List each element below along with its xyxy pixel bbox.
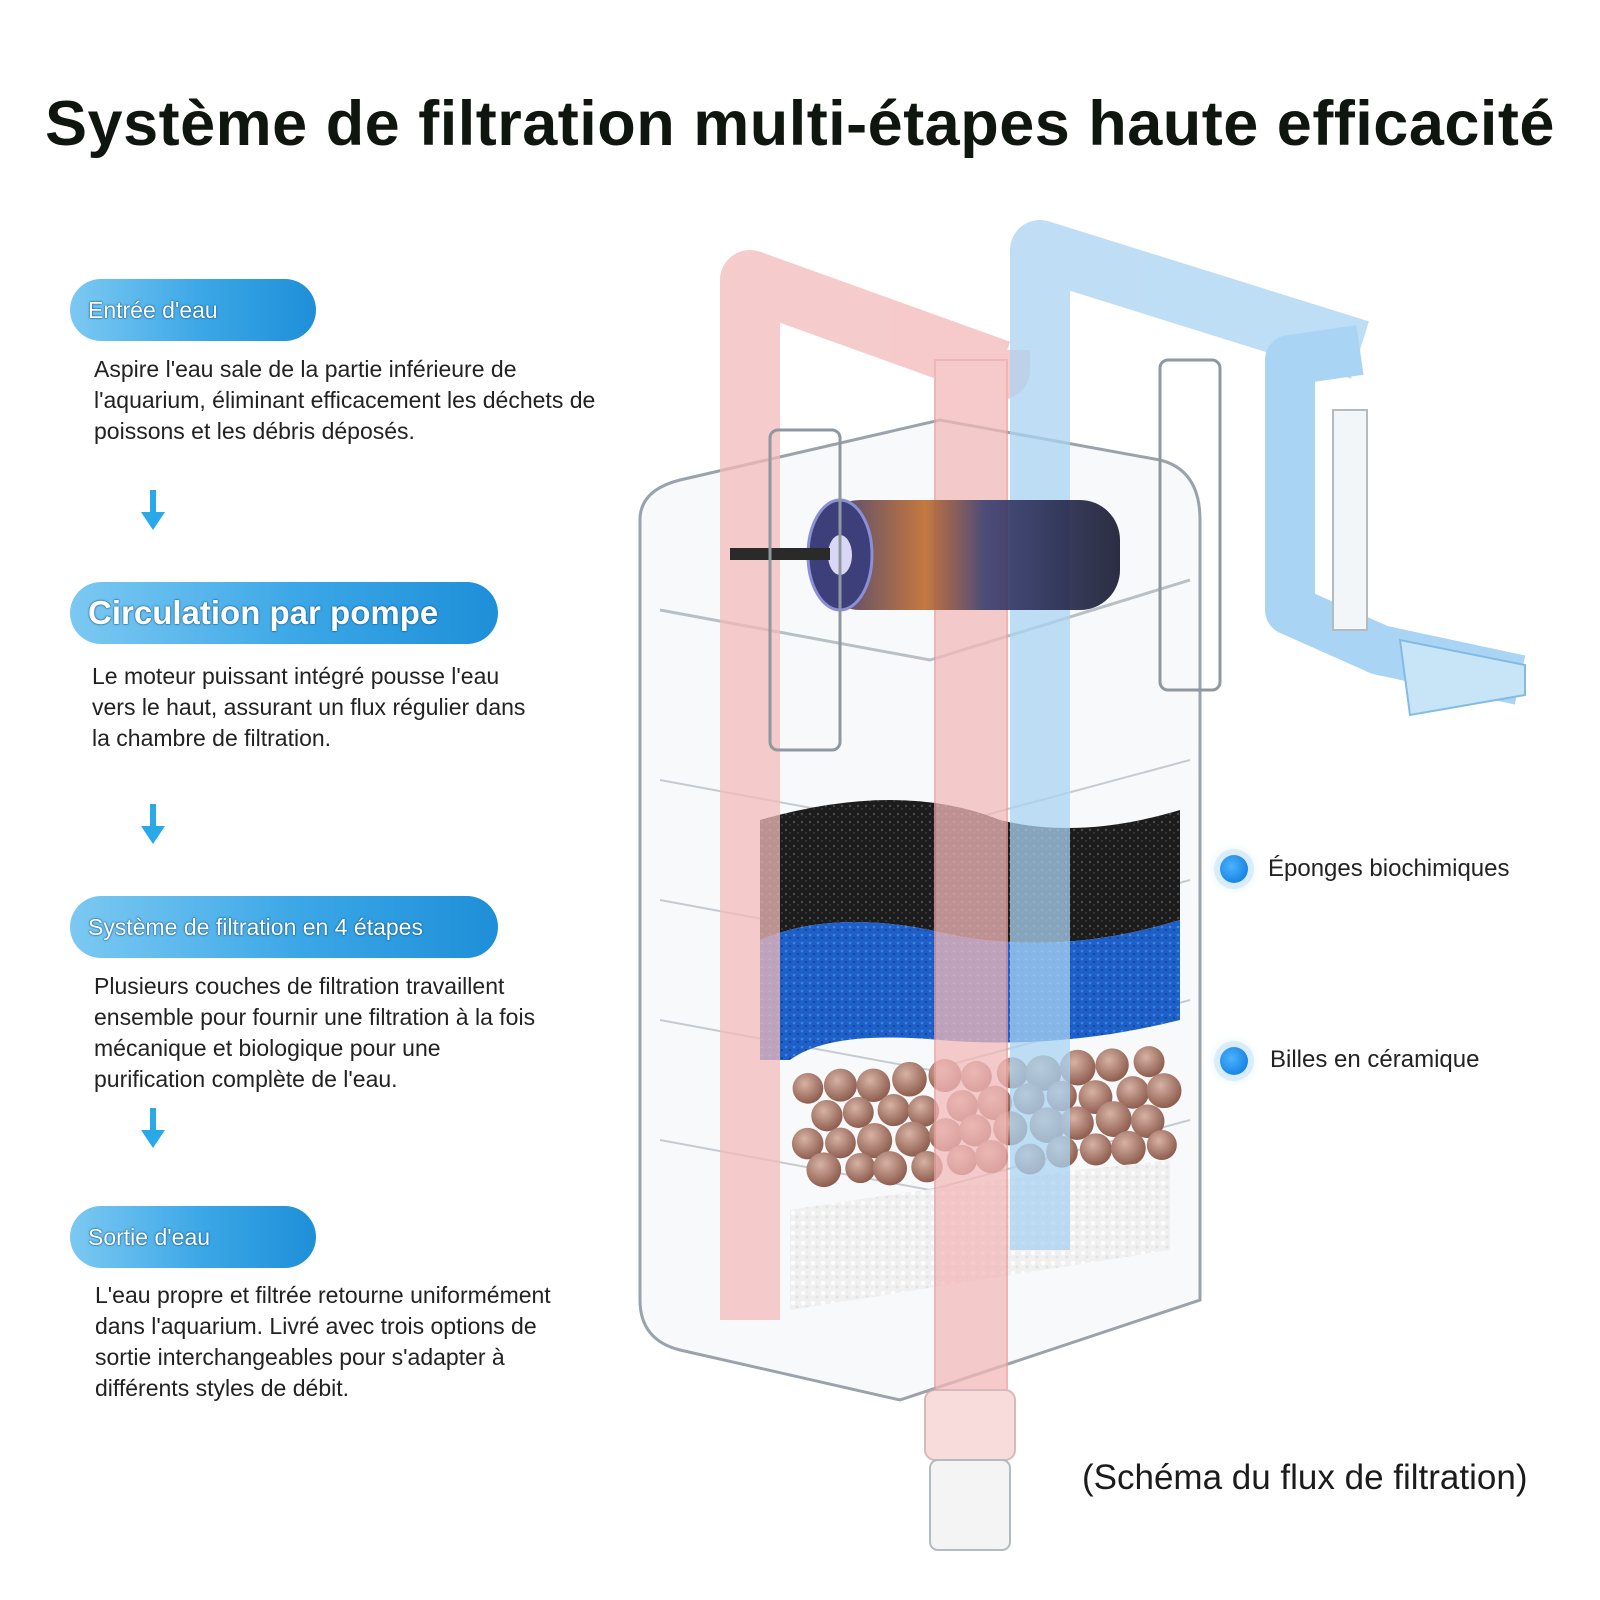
ceramic-ball — [1130, 1104, 1165, 1138]
step-label-water-inlet: Entrée d'eau — [70, 279, 316, 341]
legend-label-ceramic-balls: Billes en céramique — [1270, 1046, 1480, 1073]
legend-dot-icon — [1220, 1047, 1248, 1075]
ceramic-ball — [1095, 1048, 1129, 1082]
step-description-water-outlet: L'eau propre et filtrée retourne uniform… — [95, 1282, 551, 1401]
step-label-4-stage-filtration: Système de filtration en 4 étapes — [70, 896, 498, 958]
ceramic-ball — [792, 1073, 824, 1104]
ceramic-ball — [857, 1123, 893, 1159]
ceramic-ball — [895, 1121, 931, 1157]
ceramic-ball — [877, 1094, 910, 1127]
step-description-4-stage-filtration: Plusieurs couches de filtration travaill… — [94, 973, 536, 1092]
ceramic-ball — [842, 1097, 874, 1128]
ceramic-ball — [811, 1099, 843, 1132]
filter-illustration — [638, 220, 1526, 1551]
step-label-water-outlet: Sortie d'eau — [70, 1206, 316, 1268]
ceramic-ball — [1146, 1073, 1182, 1109]
down-arrow-icon — [141, 1108, 165, 1148]
ceramic-ball — [1095, 1101, 1132, 1138]
ceramic-ball — [1146, 1129, 1177, 1160]
ceramic-ball — [806, 1152, 842, 1188]
step-description-water-inlet: Aspire l'eau sale de la partie inférieur… — [94, 356, 596, 444]
ceramic-ball — [1079, 1133, 1112, 1166]
down-arrow-icon — [141, 804, 165, 844]
ceramic-ball — [845, 1153, 876, 1184]
ceramic-ball — [825, 1127, 856, 1159]
outlet-pipe — [1010, 220, 1526, 1250]
ceramic-ball — [1133, 1046, 1165, 1078]
ceramic-ball — [856, 1068, 891, 1103]
down-arrow-icon — [141, 490, 165, 530]
legend-dot-icon — [1220, 855, 1248, 883]
ceramic-ball — [872, 1151, 908, 1186]
legend-label-biochemical-sponges: Éponges biochimiques — [1268, 855, 1510, 882]
mounting-clip — [768, 358, 1222, 752]
diagram-caption: (Schéma du flux de filtration) — [1082, 1458, 1528, 1497]
page-title: Système de filtration multi-étapes haute… — [45, 89, 1555, 159]
ceramic-ball — [1116, 1076, 1150, 1109]
ceramic-ball — [907, 1095, 940, 1127]
ceramic-ball — [823, 1068, 857, 1102]
step-label-pump-circulation: Circulation par pompe — [70, 582, 498, 644]
ceramic-ball — [892, 1061, 927, 1097]
ceramic-ball — [1111, 1130, 1146, 1166]
ceramic-ball — [791, 1127, 824, 1160]
step-description-pump-circulation: Le moteur puissant intégré pousse l'eau … — [92, 663, 526, 751]
